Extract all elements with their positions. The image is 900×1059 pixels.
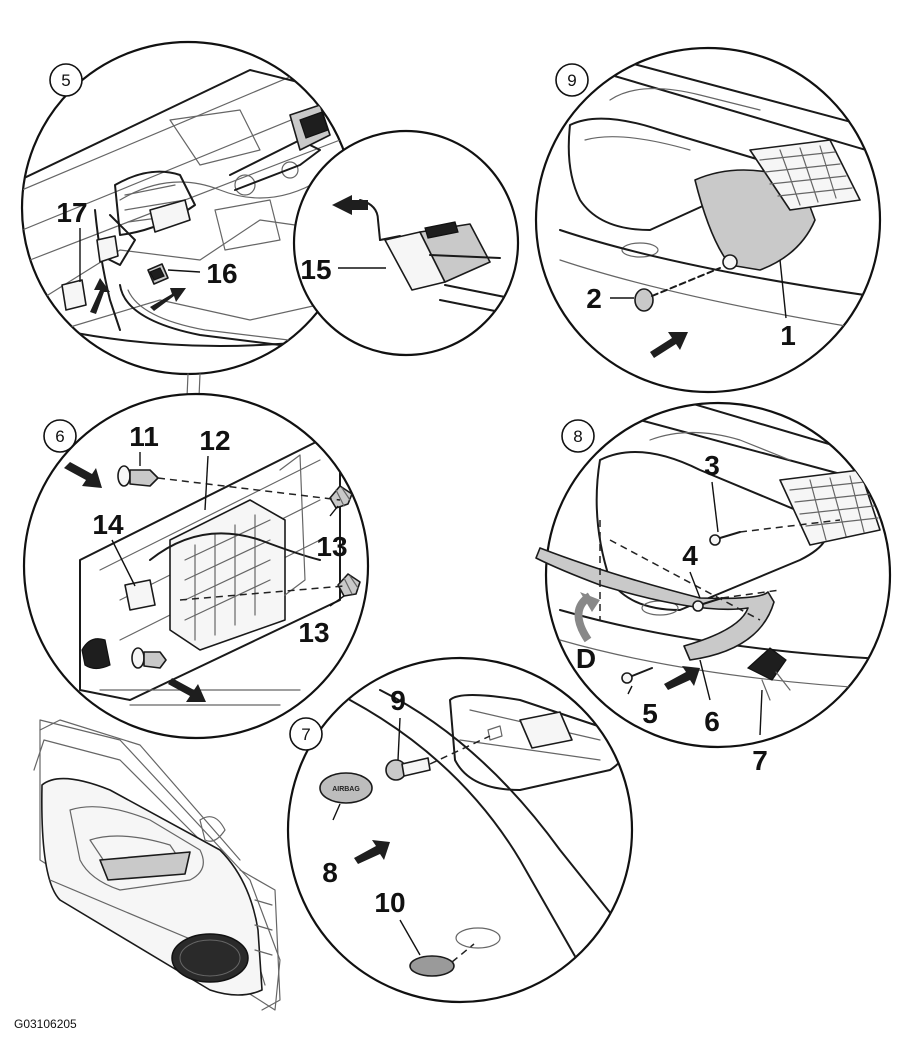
step-number: 6 xyxy=(55,427,64,446)
direction-arrow xyxy=(90,278,110,314)
callout-17: 17 xyxy=(56,197,87,228)
detail-frame xyxy=(286,656,634,1004)
assembly-path xyxy=(651,267,721,297)
callout-15: 15 xyxy=(300,254,331,285)
cover-cap-2 xyxy=(634,288,654,312)
leader-line xyxy=(627,685,633,695)
callout-13-upper: 13 xyxy=(316,531,347,562)
direction-arrow xyxy=(354,840,390,864)
step-badge xyxy=(561,419,595,453)
assembly-path xyxy=(451,943,475,963)
callout-5: 5 xyxy=(642,698,658,729)
speaker-grille xyxy=(171,933,249,983)
screw-9 xyxy=(385,757,431,781)
door-handle-6 xyxy=(535,547,775,661)
airbag-cover-8: AIRBAG xyxy=(319,772,373,804)
detail-step-8: 8 3 4 D 5 6 7 xyxy=(535,401,892,776)
step-number: 8 xyxy=(573,427,582,446)
callout-8: 8 xyxy=(322,857,338,888)
callout-6: 6 xyxy=(704,706,720,737)
leader-line xyxy=(759,689,763,736)
assembly-path xyxy=(721,589,781,599)
callout-10: 10 xyxy=(374,887,405,918)
callout-9: 9 xyxy=(390,685,406,716)
direction-arrow xyxy=(664,666,700,690)
leader-line xyxy=(699,659,711,701)
leader-line xyxy=(167,269,201,273)
detail-connector-15: 15 xyxy=(292,129,520,357)
detail-step-9: 9 2 1 xyxy=(534,46,882,394)
step-badge xyxy=(289,717,323,751)
screw-5 xyxy=(621,667,653,684)
assembly-path xyxy=(179,585,345,601)
direction-arrow xyxy=(332,195,368,215)
leader-line xyxy=(397,717,401,761)
bracket-clip-7 xyxy=(746,647,791,701)
callout-2: 2 xyxy=(586,283,602,314)
push-pin-11 xyxy=(117,465,159,487)
callout-13-lower: 13 xyxy=(298,617,329,648)
screw-4 xyxy=(692,597,723,612)
leader-line xyxy=(332,803,341,821)
direction-arrow xyxy=(168,678,206,702)
assembly-path xyxy=(599,520,761,621)
leader-line xyxy=(204,455,209,511)
assembly-path xyxy=(157,477,341,501)
callout-11: 11 xyxy=(129,421,159,452)
leader-line xyxy=(711,481,719,533)
detail-step-6: 6 11 12 14 13 13 xyxy=(22,392,370,740)
step-number: 5 xyxy=(61,71,70,90)
plug-10 xyxy=(409,955,455,977)
leader-line xyxy=(779,259,787,319)
assembly-path xyxy=(739,519,841,533)
callout-4: 4 xyxy=(682,540,698,571)
leader-line xyxy=(329,505,339,517)
push-pin-bottom xyxy=(131,647,167,669)
door-inner-panel-drawing xyxy=(22,59,351,351)
step-badge xyxy=(49,63,83,97)
callout-D: D xyxy=(576,643,596,674)
callout-3: 3 xyxy=(704,450,720,481)
callout-7: 7 xyxy=(752,745,768,776)
airbag-label: AIRBAG xyxy=(332,786,360,793)
leader-line xyxy=(329,595,345,607)
push-pin-13a xyxy=(329,485,353,509)
detail-step-7: AIRBAG 7 9 8 10 xyxy=(286,656,634,1004)
detail-step-5: 5 17 16 xyxy=(20,40,356,376)
callout-1: 1 xyxy=(780,320,796,351)
direction-arrow xyxy=(64,462,102,488)
step-number: 7 xyxy=(301,725,310,744)
push-pin-13b xyxy=(337,573,361,597)
door-overview xyxy=(33,719,281,1011)
screw-3 xyxy=(709,531,741,546)
figure-code: G03106205 xyxy=(14,1017,77,1031)
direction-arrow xyxy=(650,332,688,358)
direction-arrow xyxy=(150,288,186,311)
rotation-arrow-head xyxy=(580,592,600,612)
callout-14: 14 xyxy=(92,509,124,540)
leader-line xyxy=(111,539,136,587)
step-number: 9 xyxy=(567,71,576,90)
callout-12: 12 xyxy=(199,425,230,456)
callout-16: 16 xyxy=(206,258,237,289)
step-badge xyxy=(555,63,589,97)
step-badge xyxy=(43,419,77,453)
leader-line xyxy=(399,919,421,956)
leader-line xyxy=(689,571,701,599)
